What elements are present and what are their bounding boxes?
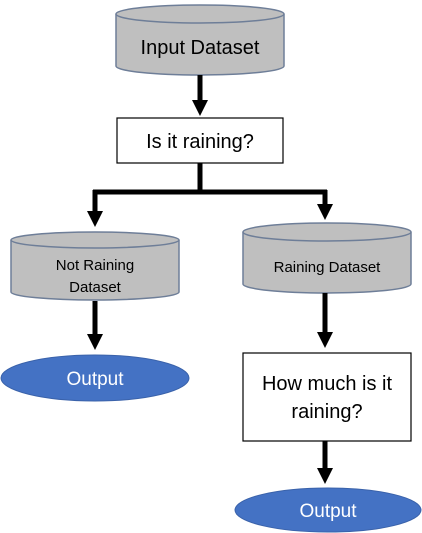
output-left-ellipse: [0, 354, 190, 402]
output-left-label: Output: [66, 369, 124, 390]
not-raining-cylinder-body: [10, 240, 180, 301]
how-much-raining-node: How much is it raining?: [242, 352, 412, 442]
input-dataset-cylinder-body: [115, 14, 285, 76]
is-it-raining-box: [116, 117, 284, 164]
output-right-ellipse: [234, 487, 422, 533]
not-raining-label-line1: Not Raining: [56, 257, 134, 274]
is-it-raining-label: Is it raining?: [146, 131, 254, 153]
how-much-raining-label-line2: raining?: [291, 401, 362, 423]
is-it-raining-node: Is it raining?: [116, 117, 284, 164]
how-much-raining-label-line1: How much is it: [262, 373, 392, 395]
input-dataset-cylinder-top: [115, 4, 285, 24]
how-much-raining-box: [242, 352, 412, 442]
raining-dataset-node: Raining Dataset: [242, 222, 412, 294]
raining-cylinder-body: [242, 232, 412, 294]
input-dataset-node: Input Dataset: [115, 4, 285, 76]
output-right-label: Output: [299, 501, 357, 522]
branch-connector: [86, 163, 334, 228]
output-left-node: Output: [0, 354, 190, 402]
not-raining-label-line2: Dataset: [69, 279, 122, 296]
raining-dataset-label: Raining Dataset: [274, 259, 382, 276]
not-raining-cylinder-top: [10, 231, 180, 249]
output-right-node: Output: [234, 487, 422, 533]
raining-cylinder-top: [242, 222, 412, 242]
input-dataset-label: Input Dataset: [141, 37, 260, 59]
not-raining-dataset-node: Not Raining Dataset: [10, 231, 180, 301]
